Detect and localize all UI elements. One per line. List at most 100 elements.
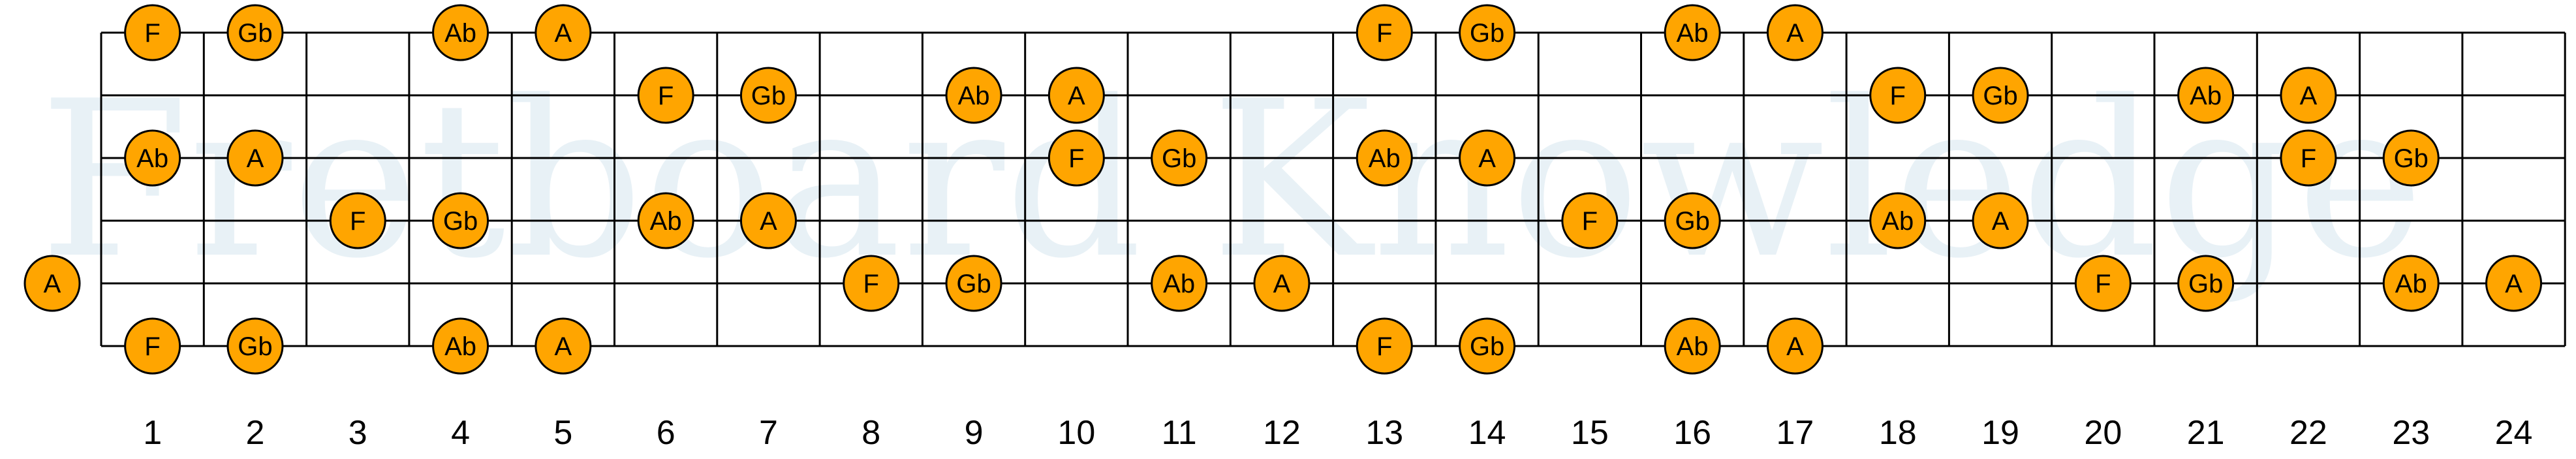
note-circle <box>1253 255 1311 312</box>
note-label: Ab <box>1163 270 1195 298</box>
note-label: Ab <box>444 19 476 48</box>
note-marker: A <box>226 129 284 187</box>
note-circle <box>1664 317 1721 375</box>
note-circle <box>2382 255 2440 312</box>
note-marker: A <box>1047 67 1105 124</box>
note-marker: F <box>1356 4 1413 61</box>
note-circle <box>1356 317 1413 375</box>
note-label: F <box>1376 19 1392 48</box>
note-marker: Ab <box>124 129 181 187</box>
fret-number: 10 <box>1057 414 1095 452</box>
note-marker: Gb <box>1664 192 1721 249</box>
note-label: A <box>1273 270 1291 298</box>
note-marker: A <box>2485 255 2543 312</box>
note-marker: F <box>329 192 386 249</box>
note-label: Gb <box>1675 207 1709 236</box>
note-label: F <box>1376 332 1392 361</box>
fret-number: 24 <box>2495 414 2533 452</box>
note-marker: Gb <box>226 4 284 61</box>
note-label: Gb <box>238 19 272 48</box>
fret-number: 16 <box>1673 414 1711 452</box>
note-circle <box>1356 129 1413 187</box>
note-circle <box>843 255 900 312</box>
note-circle <box>2074 255 2132 312</box>
note-marker: Ab <box>637 192 694 249</box>
note-circle <box>637 67 694 124</box>
note-circle <box>1869 192 1927 249</box>
note-label: A <box>555 19 572 48</box>
note-marker: Gb <box>2177 255 2235 312</box>
fret-lines <box>100 33 2566 346</box>
fret-number: 14 <box>1468 414 1506 452</box>
note-marker: Gb <box>1151 129 1208 187</box>
fret-number: 2 <box>245 414 264 452</box>
note-label: F <box>863 270 879 298</box>
fret-number: 12 <box>1263 414 1301 452</box>
note-label: F <box>658 82 674 110</box>
fret-number: 8 <box>861 414 880 452</box>
note-circle <box>2382 129 2440 187</box>
note-label: F <box>2301 144 2316 173</box>
note-label: Gb <box>1983 82 2017 110</box>
note-circle <box>1356 4 1413 61</box>
note-label: A <box>1478 144 1496 173</box>
note-circle <box>23 255 81 312</box>
note-label: Gb <box>1470 19 1504 48</box>
note-label: Gb <box>956 270 991 298</box>
note-circle <box>945 255 1002 312</box>
note-label: A <box>2505 270 2522 298</box>
note-marker: Ab <box>432 317 489 375</box>
note-label: Ab <box>2395 270 2427 298</box>
note-label: Ab <box>2190 82 2222 110</box>
note-marker: Ab <box>2382 255 2440 312</box>
note-label: Gb <box>1162 144 1196 173</box>
note-label: F <box>1582 207 1598 236</box>
fret-number: 18 <box>1879 414 1917 452</box>
note-circle <box>945 67 1002 124</box>
note-circle <box>2177 67 2235 124</box>
note-label: A <box>760 207 777 236</box>
note-marker: Ab <box>1356 129 1413 187</box>
fret-number: 4 <box>451 414 470 452</box>
note-circle <box>1459 317 1516 375</box>
note-marker: Gb <box>226 317 284 375</box>
note-circle <box>1869 67 1927 124</box>
note-label: Gb <box>751 82 786 110</box>
note-circle <box>432 4 489 61</box>
note-marker: A <box>1766 4 1823 61</box>
note-marker: Gb <box>1459 317 1516 375</box>
note-marker: Ab <box>1151 255 1208 312</box>
note-circle <box>226 129 284 187</box>
note-label: Ab <box>136 144 168 173</box>
fret-number: 13 <box>1365 414 1403 452</box>
note-circle <box>1664 4 1721 61</box>
note-circle <box>124 317 181 375</box>
note-circle <box>1459 129 1516 187</box>
note-label: A <box>1786 332 1804 361</box>
note-circle <box>1151 255 1208 312</box>
note-marker: A <box>1459 129 1516 187</box>
note-marker: Ab <box>2177 67 2235 124</box>
note-label: Ab <box>1677 332 1709 361</box>
note-marker: Gb <box>945 255 1002 312</box>
note-circle <box>1664 192 1721 249</box>
note-label: F <box>1068 144 1084 173</box>
fret-number: 15 <box>1571 414 1609 452</box>
note-label: Ab <box>650 207 682 236</box>
note-marker: F <box>1047 129 1105 187</box>
note-circle <box>2280 129 2337 187</box>
note-marker: Gb <box>739 67 797 124</box>
string-lines <box>101 31 2566 347</box>
note-circle <box>1151 129 1208 187</box>
note-circle <box>124 129 181 187</box>
note-circle <box>739 67 797 124</box>
note-circle <box>1561 192 1619 249</box>
note-circle <box>535 4 592 61</box>
fret-number: 19 <box>1981 414 2019 452</box>
note-marker: Ab <box>1664 4 1721 61</box>
fret-number: 22 <box>2289 414 2327 452</box>
note-marker: Gb <box>2382 129 2440 187</box>
note-label: A <box>247 144 264 173</box>
